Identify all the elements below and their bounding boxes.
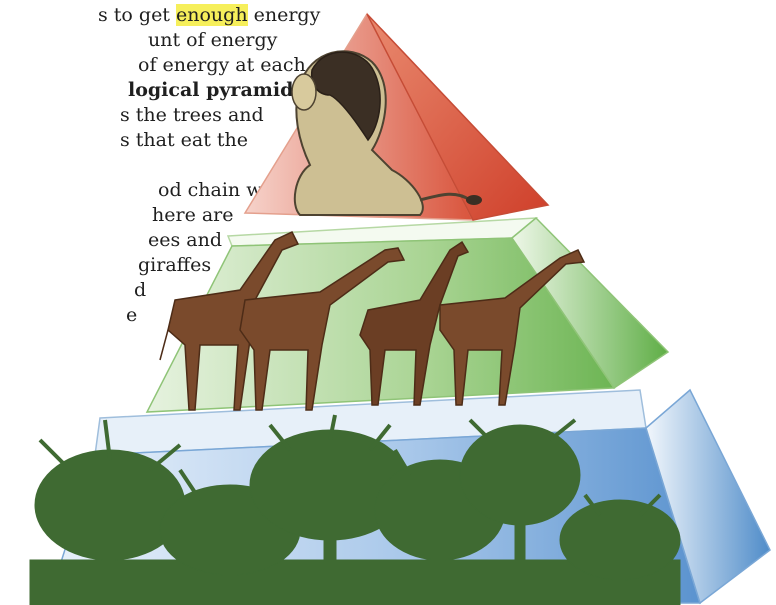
ecological-pyramid-diagram: [0, 0, 776, 605]
